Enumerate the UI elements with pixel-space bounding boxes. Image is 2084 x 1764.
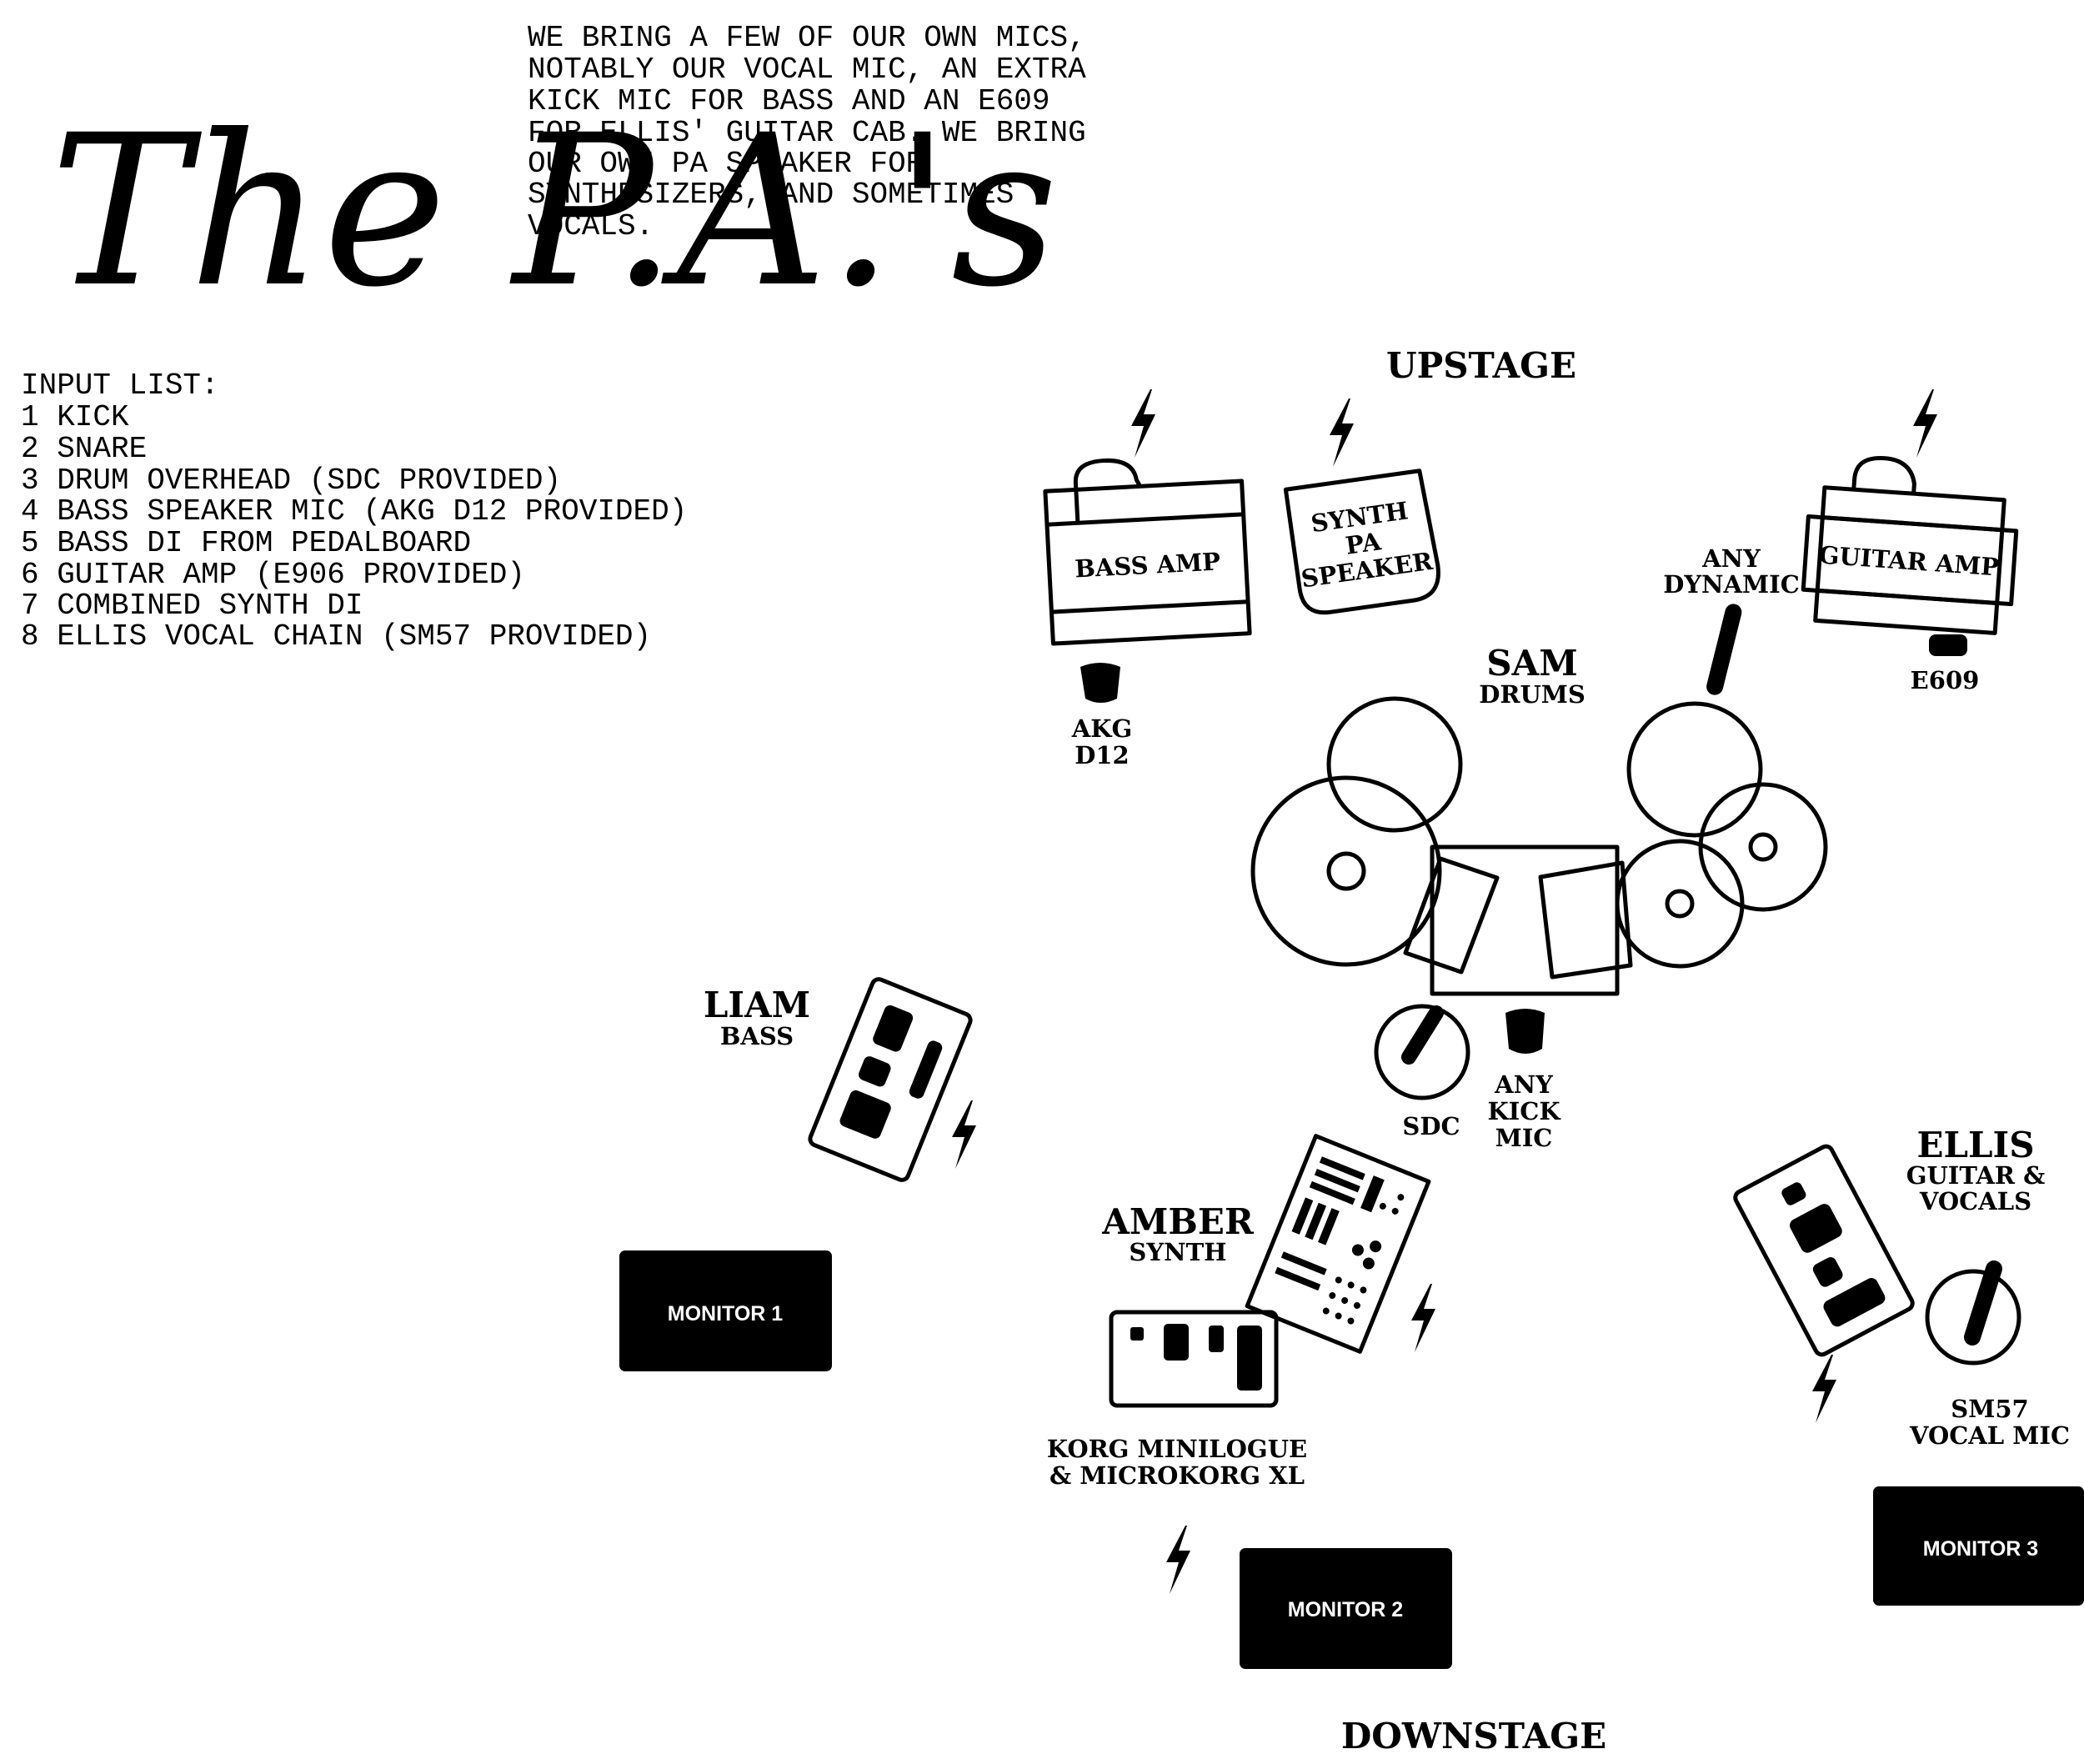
synth-keyboard: [1245, 1134, 1431, 1354]
sm57-label-line: SM57: [1951, 1395, 2028, 1423]
seat-icon: [1403, 856, 1500, 975]
synth-pedalboard: [1109, 1310, 1279, 1408]
bass-amp: BASS AMP: [1043, 459, 1252, 646]
input-list-item: 6 GUITAR AMP (E906 PROVIDED): [21, 558, 525, 592]
floor-tom-icon: [1250, 775, 1442, 967]
power-icon: [1131, 389, 1155, 458]
input-list-title: INPUT LIST:: [21, 368, 219, 403]
ellis-role-line: VOCALS: [1919, 1187, 2031, 1215]
guitar-pedalboard: [1733, 1144, 1915, 1357]
input-list-item: 5 BASS DI FROM PEDALBOARD: [21, 526, 471, 560]
sam-role: DRUMS: [1479, 680, 1586, 709]
drum-kit: [1250, 696, 1828, 996]
guitar-amp: GUITAR AMP: [1801, 456, 2019, 635]
synth-pa-speaker: SYNTH PA SPEAKER: [1283, 469, 1440, 615]
kick-mic-label-line: MIC: [1495, 1124, 1553, 1152]
dynamic-mic-icon: [1706, 604, 1742, 695]
ellis-name: ELLIS: [1916, 1125, 2034, 1165]
snare-center-icon: [1665, 889, 1695, 919]
kick-drum-icon: [1430, 844, 1620, 996]
intro-paragraph: WE BRING A FEW OF OUR OWN MICS, NOTABLY …: [528, 21, 1086, 243]
monitor-2-label: MONITOR 2: [1288, 1598, 1403, 1621]
tom-center-icon: [1748, 832, 1778, 862]
intro-line: SYNTHESIZERS, AND SOMETIMES: [528, 178, 1014, 212]
liam-role: BASS: [720, 1022, 794, 1050]
korg-label-line: KORG MINILOGUE: [1047, 1435, 1307, 1463]
sm57-label-line: VOCAL MIC: [1909, 1421, 2070, 1450]
snare-icon: [1615, 839, 1745, 969]
liam-name: LIAM: [704, 985, 810, 1025]
intro-line: FOR ELLIS' GUITAR CAB. WE BRING: [528, 116, 1086, 150]
input-list-item: 8 ELLIS VOCAL CHAIN (SM57 PROVIDED): [21, 619, 651, 654]
intro-line: NOTABLY OUR VOCAL MIC, AN EXTRA: [528, 53, 1086, 87]
sdc-label: SDC: [1402, 1112, 1460, 1140]
monitor-3: [1873, 1486, 2084, 1606]
intro-line: WE BRING A FEW OF OUR OWN MICS,: [528, 21, 1086, 55]
upstage-label: UPSTAGE: [1386, 345, 1576, 386]
sam-name: SAM: [1486, 643, 1577, 684]
kick-mic-label-line: KICK: [1487, 1097, 1561, 1125]
cymbal-icon: [1326, 696, 1463, 833]
intro-line: OUR OWN PA SPEAKER FOR: [528, 147, 924, 181]
input-list-item: 2 SNARE: [21, 432, 147, 466]
intro-line: KICK MIC FOR BASS AND AN E609: [528, 84, 1050, 118]
input-list-item: 4 BASS SPEAKER MIC (AKG D12 PROVIDED): [21, 494, 687, 529]
akg-d12-mic-icon: [1080, 663, 1120, 703]
floor-tom-center-icon: [1326, 851, 1366, 891]
kick-mic-label-line: ANY: [1494, 1070, 1553, 1099]
monitor-1-label: MONITOR 1: [668, 1302, 784, 1326]
akg-label-line: D12: [1075, 741, 1130, 769]
akg-label-line: AKG: [1071, 714, 1132, 743]
monitor-3-label: MONITOR 3: [1923, 1537, 2038, 1561]
power-icon: [1913, 389, 1937, 458]
kick-mic-icon: [1505, 1009, 1545, 1054]
monitor-2: [1240, 1548, 1452, 1669]
power-icon: [952, 1100, 976, 1169]
downstage-label: DOWNSTAGE: [1341, 1716, 1606, 1756]
input-list-item: 3 DRUM OVERHEAD (SDC PROVIDED): [21, 464, 561, 498]
cymbal-icon: [1626, 701, 1763, 838]
bass-pedalboard: [808, 977, 973, 1182]
input-list-item: 1 KICK: [21, 400, 129, 434]
band-logo: The P.A.'s: [50, 90, 1058, 333]
intro-line: VOCALS.: [528, 209, 654, 243]
monitor-1: [619, 1250, 832, 1371]
sm57-mic-circle-icon: [1925, 1269, 2021, 1366]
any-dynamic-label-line: DYNAMIC: [1663, 570, 1800, 599]
power-icon: [1812, 1355, 1836, 1423]
sm57-mic-icon: [1964, 1260, 2002, 1346]
e609-label: E609: [1911, 666, 1980, 694]
tom-icon: [1698, 782, 1828, 912]
korg-label-line: & MICROKORG XL: [1050, 1461, 1305, 1490]
e609-mic-icon: [1929, 634, 1967, 656]
snare-stand-icon: [1538, 860, 1633, 980]
sdc-mic-circle-icon: [1374, 1004, 1470, 1100]
ellis-role-line: GUITAR &: [1906, 1161, 2046, 1190]
synth-pa-label-line: PA: [1344, 527, 1383, 560]
amber-role: SYNTH: [1129, 1238, 1226, 1266]
guitar-amp-label: GUITAR AMP: [1818, 540, 2001, 581]
power-icon: [1166, 1526, 1190, 1594]
bass-amp-label: BASS AMP: [1075, 547, 1221, 583]
any-dynamic-label-line: ANY: [1701, 544, 1761, 573]
input-list-item: 7 COMBINED SYNTH DI: [21, 589, 363, 623]
amber-name: AMBER: [1101, 1201, 1255, 1242]
power-icon: [1330, 398, 1354, 467]
logo-text: The P.A.'s: [50, 90, 1058, 333]
sdc-mic-icon: [1401, 1005, 1444, 1065]
power-icon: [1411, 1284, 1435, 1352]
input-list: INPUT LIST: 1 KICK 2 SNARE 3 DRUM OVERHE…: [21, 368, 687, 654]
